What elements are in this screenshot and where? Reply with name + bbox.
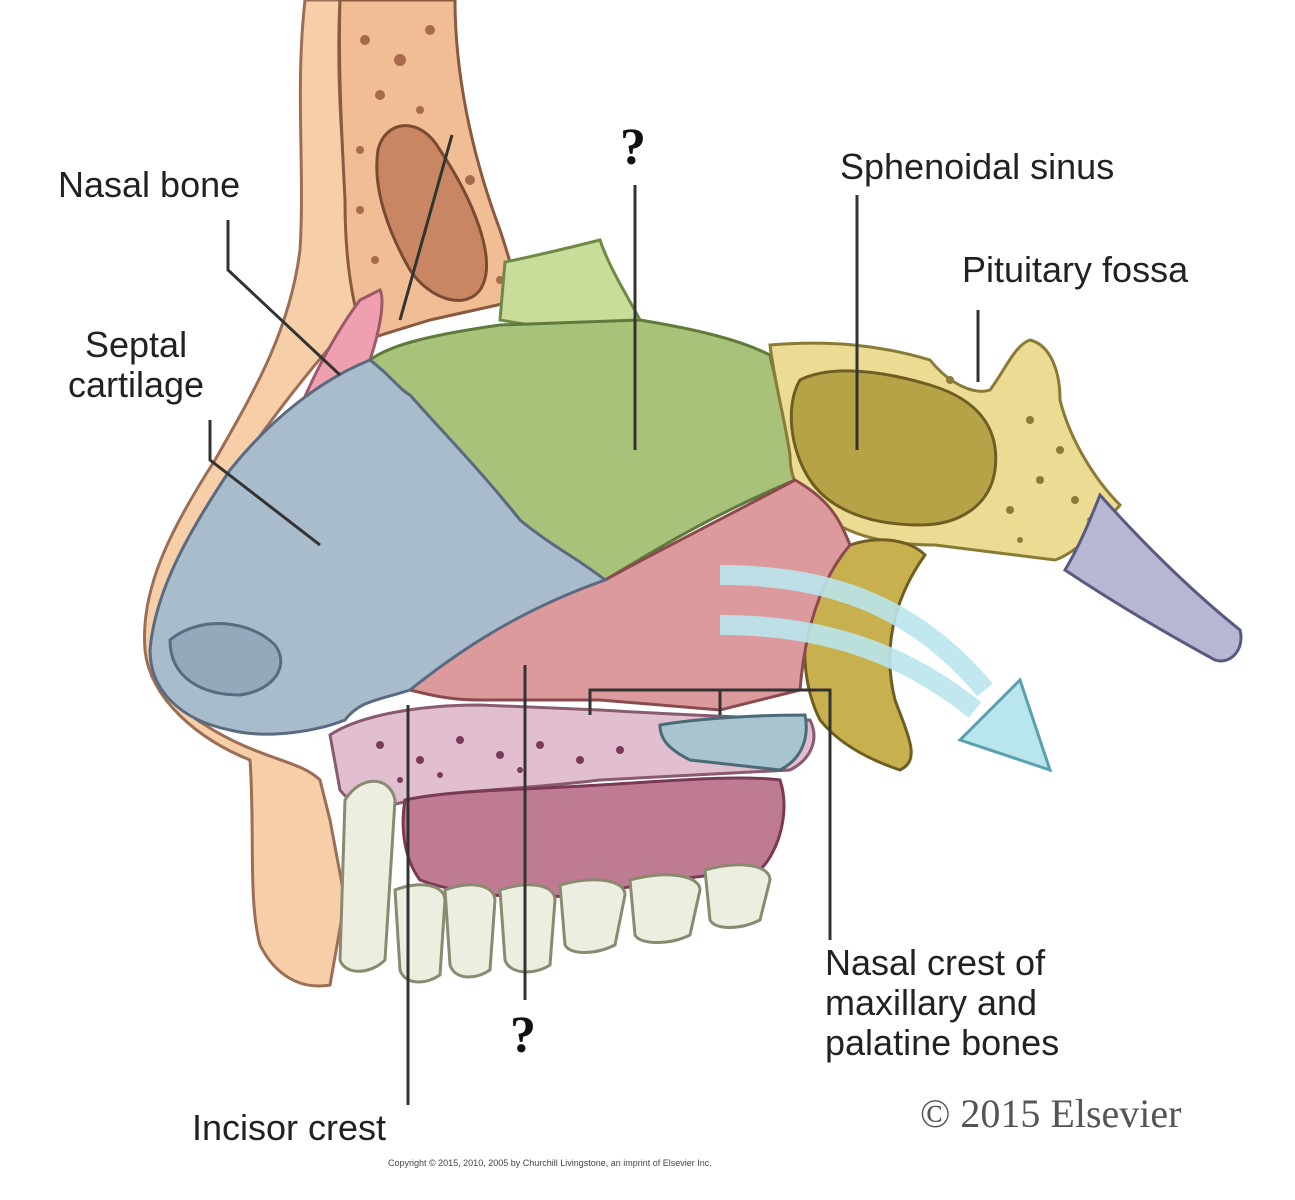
label-unknown-top: ? — [620, 119, 646, 176]
frontal-sinus — [375, 124, 488, 302]
teeth — [338, 779, 772, 984]
leader-nasal-bone — [226, 220, 342, 377]
frontal-bone-pores — [356, 25, 504, 284]
sphenoidal-sinus-cavity — [789, 369, 998, 527]
gum — [401, 776, 786, 899]
label-sphenoidal-sinus: Sphenoidal sinus — [840, 146, 1115, 187]
nostril — [168, 622, 283, 697]
fine-print: Copyright © 2015, 2010, 2005 by Churchil… — [388, 1158, 712, 1168]
label-septal-cartilage: Septal cartilage — [68, 324, 205, 405]
occipital-bone — [1062, 492, 1243, 663]
leader-lines — [208, 134, 980, 1105]
leader-septal-cartilage — [208, 420, 321, 547]
label-incisor-crest: Incisor crest — [192, 1107, 387, 1148]
label-pituitary-fossa: Pituitary fossa — [962, 249, 1189, 290]
label-nasal-bone: Nasal bone — [58, 164, 241, 205]
palate-pores — [376, 736, 624, 783]
label-unknown-bottom: ? — [510, 1007, 536, 1064]
nose-skin — [142, 0, 362, 988]
palatine-bone — [658, 713, 808, 772]
label-nasal-crest: Nasal crest of maxillary and palatine bo… — [825, 942, 1060, 1063]
leader-frontal-sinus — [398, 134, 454, 321]
leader-nasal-crest — [588, 688, 832, 940]
ethmoid-bone — [498, 238, 643, 332]
copyright-notice: © 2015 Elsevier — [920, 1091, 1182, 1136]
airflow-arrow — [719, 565, 1053, 773]
